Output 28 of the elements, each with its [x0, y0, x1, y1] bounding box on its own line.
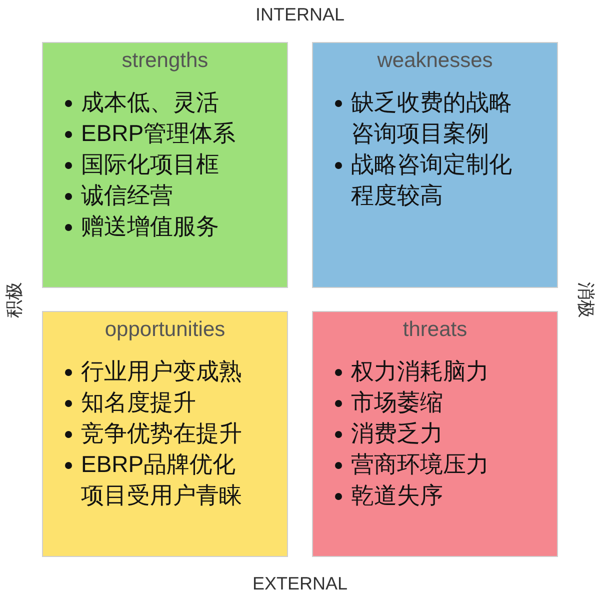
bullet-item: 赠送增值服务	[81, 212, 220, 241]
bullet-item: 权力消耗脑力	[351, 357, 490, 386]
quadrant-box	[42, 42, 288, 288]
quadrant-heading: strengths	[120, 49, 210, 73]
bullet-item: EBRP品牌优化项目受用户青睐	[81, 450, 243, 510]
axis-label: 积极	[3, 282, 25, 318]
bullet-item: 行业用户变成熟	[81, 357, 243, 386]
quadrant-box	[312, 311, 558, 557]
quadrant-heading: opportunities	[104, 318, 226, 342]
bullet-item: 国际化项目框	[81, 150, 220, 179]
quadrant-box	[42, 311, 288, 557]
bullet-item: 成本低、灵活	[81, 88, 220, 117]
bullet-item: 竞争优势在提升	[81, 419, 243, 448]
bullet-item: 消费乏力	[351, 419, 444, 448]
quadrant-heading: threats	[402, 318, 468, 342]
quadrant-heading: weaknesses	[376, 49, 494, 73]
axis-label: EXTERNAL	[252, 574, 348, 594]
axis-label: 消极	[575, 282, 597, 318]
bullet-item: 营商环境压力	[351, 450, 490, 479]
bullet-item: 诚信经营	[81, 181, 174, 210]
bullet-item: 乾道失序	[351, 481, 444, 510]
bullet-item: 市场萎缩	[351, 388, 444, 417]
bullet-item: 知名度提升	[81, 388, 197, 417]
bullet-item: 缺乏收费的战略咨询项目案例	[351, 88, 513, 148]
bullet-item: 战略咨询定制化程度较高	[351, 150, 513, 210]
bullet-item: EBRP管理体系	[81, 119, 237, 148]
axis-label: INTERNAL	[256, 4, 344, 26]
quadrant-box	[312, 42, 558, 288]
